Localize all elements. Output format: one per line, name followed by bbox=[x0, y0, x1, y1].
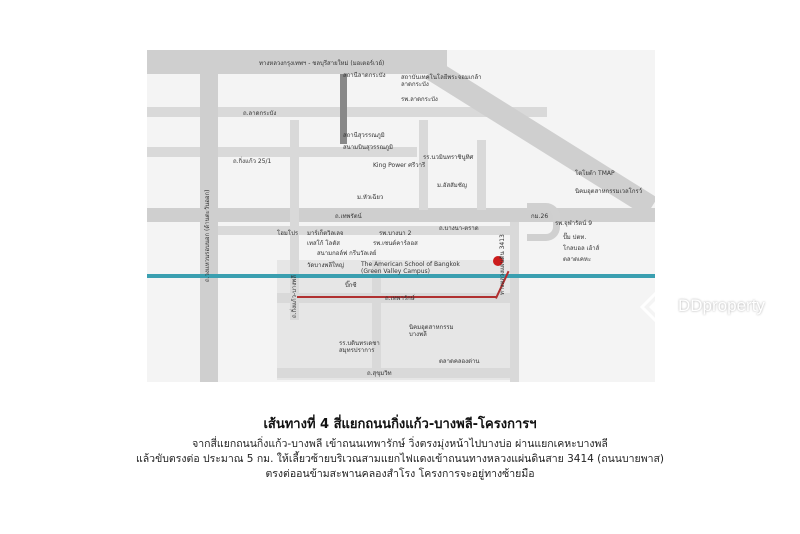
romklao-road bbox=[340, 74, 347, 144]
label-bangna-trad: ถ.เทพรัตน์ bbox=[335, 213, 362, 220]
project-area-block bbox=[277, 260, 517, 380]
label-toyota: โตโยต้า TMAP bbox=[575, 170, 615, 177]
label-motorway: ทางหลวงกรุงเทพฯ - ชลบุรีสายใหม่ (มอเตอร์… bbox=[259, 60, 385, 67]
label-suvarnabhumi-station: สถานีสุวรรณภูมิ bbox=[343, 132, 385, 139]
route-3413-road bbox=[510, 222, 519, 382]
label-lat-krabang-station: สถานีลาดกระบัง bbox=[343, 72, 386, 79]
label-lat-krabang-hosp: รพ.ลาดกระบัง bbox=[401, 96, 438, 103]
km26-uturn bbox=[527, 203, 560, 241]
label-king-power: King Power ศรีวารี bbox=[373, 162, 426, 169]
lat-krabang-road bbox=[147, 107, 547, 117]
label-bangphli-ind2: นิคมอุตสาหกรรมบางพลี bbox=[409, 324, 454, 338]
ddproperty-watermark: DDproperty bbox=[639, 289, 780, 325]
label-inthanon: ม.อัสสัมชัญ bbox=[437, 182, 467, 189]
label-talat: ตลาดเคหะ bbox=[563, 256, 592, 263]
route-description-line1: จากสี่แยกถนนกิ่งแก้ว-บางพลี เข้าถนนเทพาร… bbox=[192, 438, 608, 450]
route-description-line3: ตรงต่ออนข้ามสะพานคลองสำโรง โครงการจะอยู่… bbox=[265, 468, 535, 480]
label-route-3413: ทางหลวงแผ่นดิน 3413 bbox=[499, 234, 506, 295]
label-rajthani: รพ.จุฬารัตน์ 9 bbox=[555, 220, 593, 227]
motorway-road bbox=[147, 50, 447, 74]
label-km26: กม.26 bbox=[531, 213, 549, 220]
label-kingkaew-25: ถ.กิ่งแก้ว 25/1 bbox=[233, 158, 272, 165]
label-big-c: บิ๊กซี bbox=[345, 282, 357, 289]
label-makro: มาร์เก็ตวิลเลจ bbox=[307, 230, 344, 237]
label-central-hosp: รพ.เซนต์คาร์ลอส bbox=[373, 240, 418, 247]
label-thepharak: ถ.เทพารักษ์ bbox=[385, 295, 415, 302]
project-marker-icon[interactable] bbox=[493, 256, 503, 266]
label-golf: สนามกอล์ฟ กรีนวัลเลย์ bbox=[317, 250, 377, 257]
outer-ring-road bbox=[200, 74, 218, 382]
rajabhat-road bbox=[419, 120, 428, 210]
label-mahachai: ม.หัวเฉียว bbox=[357, 194, 384, 201]
label-american-school: The American School of Bangkok (Green Va… bbox=[361, 261, 460, 275]
label-wat-bangphli: วัดบางพลีใหญ่ bbox=[307, 262, 345, 269]
sukhumvit-road bbox=[277, 368, 517, 378]
label-suvarnabhumi-airport: สนามบินสุวรรณภูมิ bbox=[343, 144, 393, 151]
label-pt-station: ปั๊ม ปตท. bbox=[563, 234, 587, 241]
ddproperty-logo-icon bbox=[639, 289, 675, 325]
label-talad-khlong: ตลาดคลองด่าน bbox=[439, 358, 480, 365]
label-tesco: เทสโก้ โลตัส bbox=[307, 240, 340, 247]
bangna-trad-frontage bbox=[217, 226, 517, 235]
watermark-text: DDproperty bbox=[678, 296, 765, 315]
label-rajabhat: รร.นวมินทราชินูทิศ bbox=[423, 154, 474, 161]
route-title: เส้นทางที่ 4 สี่แยกถนนกิ่งแก้ว-บางพลี-โค… bbox=[263, 417, 537, 432]
kingkaew-road bbox=[290, 120, 299, 320]
label-global-house: โกลบอล เฮ้าส์ bbox=[563, 245, 600, 252]
soi-road-2 bbox=[372, 260, 381, 370]
thepharak-road bbox=[277, 293, 517, 303]
route-description-line2: แล้วขับตรงต่อ ประมาณ 5 กม. ให้เลี้ยวซ้าย… bbox=[135, 453, 665, 465]
label-sukhumvit: ถ.สุขุมวิท bbox=[367, 370, 392, 377]
soi-road bbox=[477, 140, 486, 210]
label-lat-krabang: ถ.ลาดกระบัง bbox=[243, 110, 277, 117]
canal-line bbox=[147, 274, 655, 278]
label-kmitl: สถาบันเทคโนโลยีพระจอมเกล้าลาดกระบัง bbox=[401, 74, 482, 88]
label-kingkaew-bangphli: ถ.กิ่งแก้ว-บางพลี bbox=[291, 275, 298, 318]
route-line-horizontal bbox=[297, 296, 497, 298]
label-wat-bangna: รร.บดินทรเดชา สมุทรปราการ bbox=[339, 340, 380, 354]
label-outer-ring: ถ.วงแหวนรอบนอก (ด้านตะวันออก) bbox=[204, 189, 211, 283]
label-home-pro: โฮมโปร bbox=[277, 230, 299, 237]
kingkaew-25-road bbox=[147, 147, 417, 157]
label-bangphli-hosp2: รพ.บางนา 2 bbox=[379, 230, 412, 237]
label-bangna-frontage: ถ.บางนา-ตราด bbox=[439, 225, 479, 232]
route-map[interactable]: ทางหลวงกรุงเทพฯ - ชลบุรีสายใหม่ (มอเตอร์… bbox=[147, 50, 655, 382]
label-bangphli-ind: นิคมอุตสาหกรรมเวลโกรว์ bbox=[575, 188, 643, 195]
